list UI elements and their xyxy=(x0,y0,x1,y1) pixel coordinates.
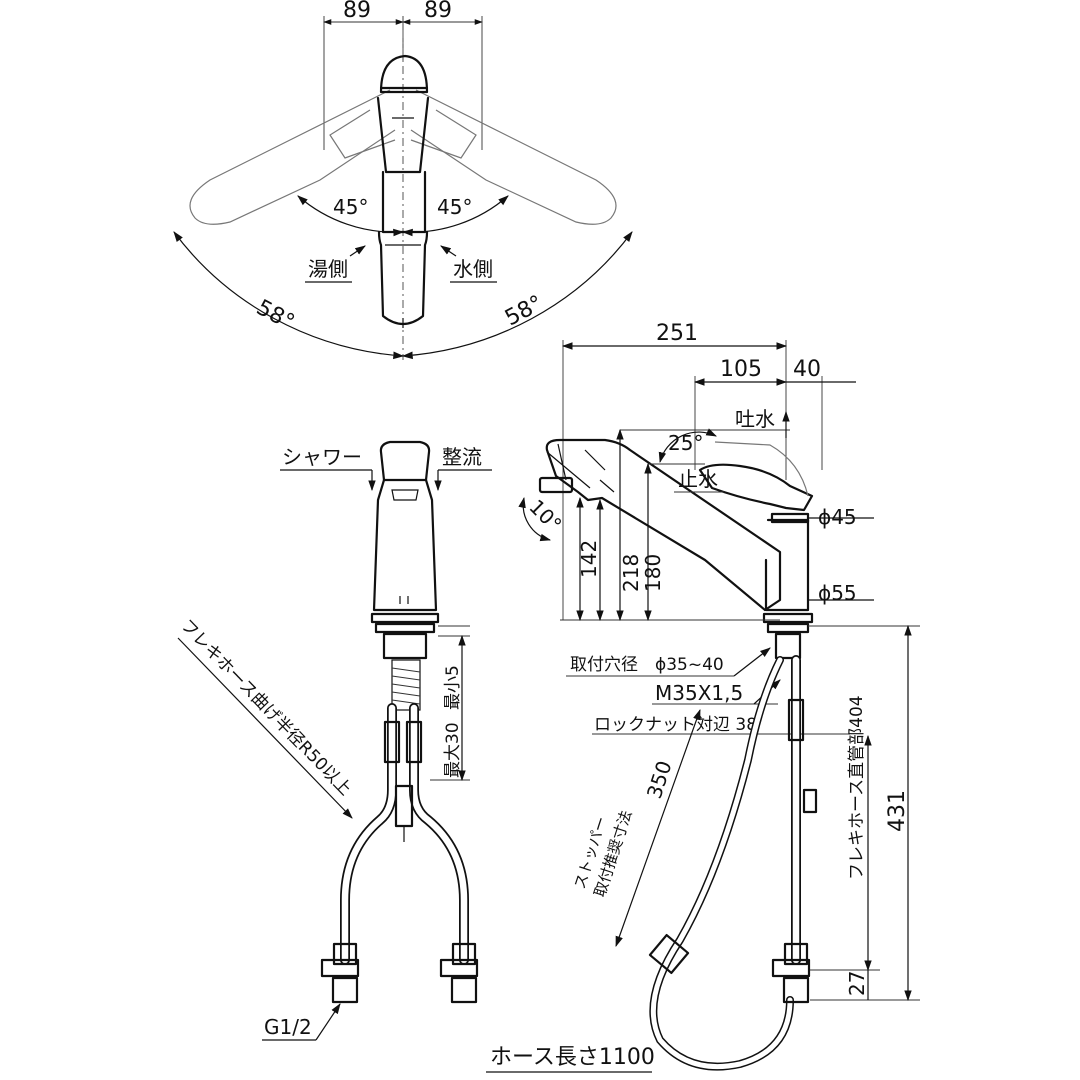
dim-218: 218 xyxy=(619,554,643,592)
supply-hose-straight xyxy=(771,655,818,1004)
label-min-5: 最小5 xyxy=(443,665,463,710)
label-max-30: 最大30 xyxy=(443,722,463,778)
label-g-half: G1/2 xyxy=(264,1015,312,1039)
dim-350: 350 xyxy=(642,758,677,802)
hot-valve xyxy=(320,942,360,1004)
angle-25: 25° xyxy=(668,431,703,455)
label-thread-m35: M35X1,5 xyxy=(655,681,743,705)
label-phi-55: ϕ55 xyxy=(818,581,857,605)
label-hose-length: ホース長さ1100 xyxy=(490,1045,655,1070)
label-spout-water: 吐水 xyxy=(735,407,775,431)
label-phi-45: ϕ45 xyxy=(818,505,857,529)
angle-hot-58: 58° xyxy=(252,295,298,335)
handle-cold-position xyxy=(410,89,617,225)
label-stop-water: 止水 xyxy=(678,467,718,491)
label-straight-flow: 整流 xyxy=(442,445,482,469)
label-cold-side: 水側 xyxy=(453,257,493,281)
hose-length-note: ホース長さ1100 xyxy=(486,1045,655,1073)
front-view: シャワー 整流 最大30 最小5 xyxy=(176,440,492,1041)
dim-89-left: 89 xyxy=(343,0,371,23)
dim-27: 27 xyxy=(845,971,869,996)
label-hot-side: 湯側 xyxy=(308,257,348,281)
label-flex-straight: フレキホース直管部404 xyxy=(847,695,867,880)
label-shower: シャワー xyxy=(282,445,362,469)
supply-hoses xyxy=(340,703,469,965)
cold-valve xyxy=(439,942,479,1004)
side-view: 251 105 40 吐水 25° 止水 10° ϕ45 xyxy=(518,321,920,1071)
label-bend-radius: フレキホース曲げ半径R50以上 xyxy=(176,616,355,800)
top-view: 89 89 45° 45° 58° 58° xyxy=(173,0,633,360)
angle-cold-45: 45° xyxy=(437,195,472,219)
dim-251: 251 xyxy=(656,321,698,346)
dim-89-right: 89 xyxy=(424,0,452,23)
shank-threads xyxy=(391,659,421,711)
angle-cold-58: 58° xyxy=(501,291,547,331)
label-mount-hole: 取付穴径 ϕ35~40 xyxy=(570,655,724,675)
handle-hot-position xyxy=(189,89,396,225)
label-lock-nut: ロックナット対辺 38 xyxy=(594,715,757,735)
dim-142: 142 xyxy=(577,540,601,578)
dim-105: 105 xyxy=(720,357,762,382)
angle-10: 10° xyxy=(524,495,566,537)
dim-40: 40 xyxy=(793,357,821,382)
angle-hot-45: 45° xyxy=(333,195,368,219)
dim-431: 431 xyxy=(885,790,910,832)
dim-180: 180 xyxy=(641,554,665,592)
